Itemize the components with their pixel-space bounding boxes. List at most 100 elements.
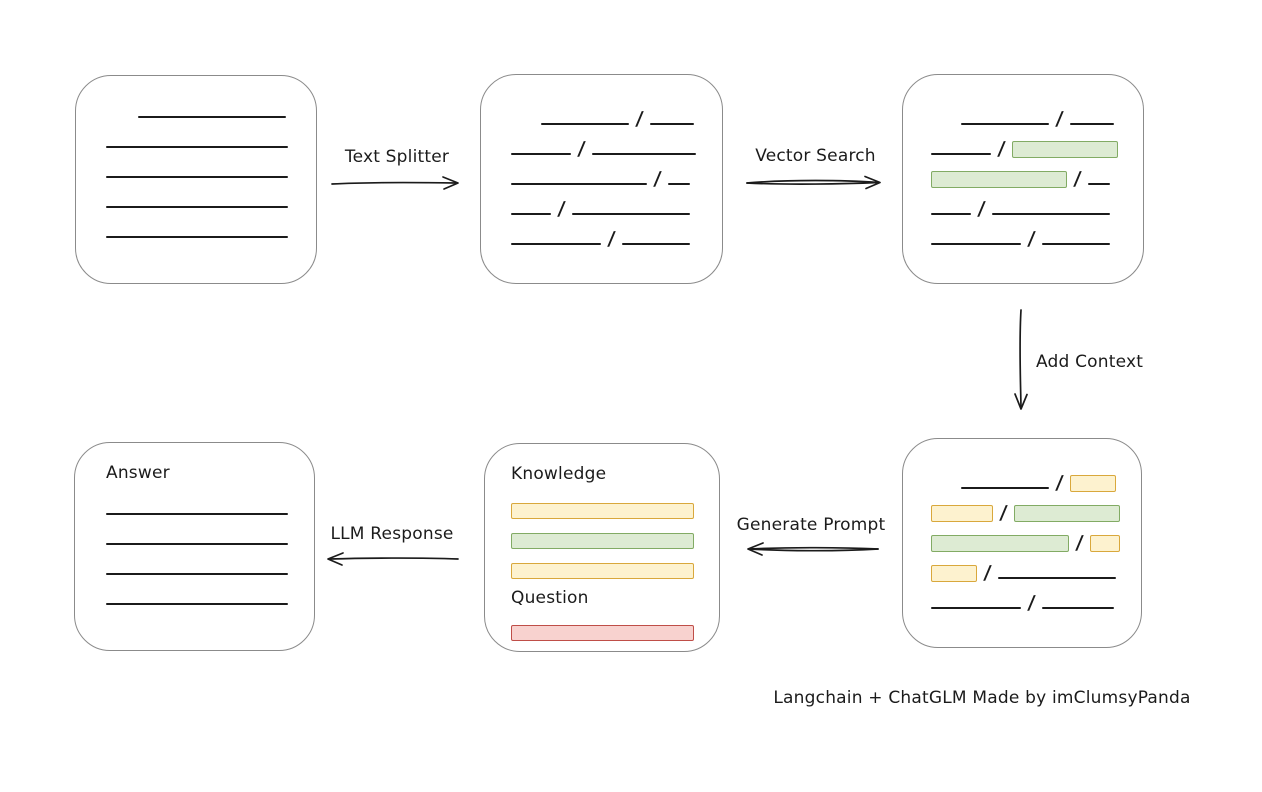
content-row bbox=[511, 612, 719, 642]
content-row bbox=[106, 152, 316, 182]
diagram-caption: Langchain + ChatGLM Made by imClumsyPand… bbox=[773, 688, 1191, 708]
text-splitter-arrow bbox=[331, 176, 459, 190]
arrow-shaft bbox=[749, 548, 879, 552]
text-line bbox=[106, 146, 288, 148]
answer-box: Answer bbox=[74, 442, 315, 651]
content-row bbox=[106, 122, 316, 152]
arrow-shaft bbox=[331, 181, 457, 185]
text-line bbox=[138, 116, 286, 118]
slash-separator: / bbox=[976, 198, 987, 220]
text-line bbox=[511, 213, 551, 215]
yellow-highlight-bar bbox=[1069, 475, 1116, 492]
generate-prompt-arrow bbox=[747, 542, 879, 556]
slash-separator: / bbox=[576, 138, 587, 160]
content-row: / bbox=[931, 463, 1141, 494]
content-row: / bbox=[931, 159, 1143, 190]
arrow-head bbox=[747, 542, 764, 556]
text-line bbox=[106, 603, 288, 605]
text-line bbox=[106, 573, 288, 575]
llm-response-arrow bbox=[327, 552, 459, 566]
content-row bbox=[511, 550, 719, 580]
knowledge-bars bbox=[511, 490, 719, 580]
arrow-head bbox=[327, 552, 344, 566]
text-line bbox=[667, 183, 690, 185]
slash-separator: / bbox=[1026, 592, 1037, 614]
arrow-head bbox=[1014, 393, 1028, 410]
content-row bbox=[106, 92, 316, 122]
content-row bbox=[106, 212, 316, 242]
content-row: / bbox=[511, 129, 722, 160]
text-line bbox=[931, 243, 1021, 245]
text-line bbox=[1041, 243, 1110, 245]
text-line bbox=[1041, 607, 1114, 609]
slash-separator: / bbox=[1054, 472, 1065, 494]
slash-separator: / bbox=[606, 228, 617, 250]
text-line bbox=[931, 607, 1021, 609]
arrow-head bbox=[864, 175, 881, 190]
text-line bbox=[511, 153, 571, 155]
content-row: / bbox=[931, 583, 1141, 614]
content-row bbox=[511, 490, 719, 520]
content-row bbox=[511, 520, 719, 550]
text-line bbox=[511, 183, 647, 185]
add-context-arrow bbox=[1014, 309, 1028, 410]
split-text-box: / / / / / bbox=[480, 74, 723, 284]
answer-lines bbox=[106, 489, 314, 609]
text-line bbox=[961, 487, 1049, 489]
content-row: / bbox=[931, 553, 1141, 584]
green-highlight-bar bbox=[511, 533, 694, 549]
slash-separator: / bbox=[634, 108, 645, 130]
yellow-highlight-bar bbox=[511, 563, 694, 579]
text-line bbox=[571, 213, 690, 215]
text-line bbox=[931, 213, 971, 215]
yellow-highlight-bar bbox=[511, 503, 694, 519]
slash-separator: / bbox=[1074, 532, 1085, 554]
text-line bbox=[997, 577, 1116, 579]
question-label: Question bbox=[511, 588, 589, 608]
arrow-shaft bbox=[746, 181, 879, 185]
add-context-label: Add Context bbox=[1036, 352, 1144, 372]
content-row bbox=[106, 489, 314, 519]
content-row: / bbox=[931, 129, 1143, 160]
question-bars bbox=[511, 612, 719, 642]
vector-matched-text-box: ///// bbox=[902, 74, 1144, 284]
yellow-highlight-bar bbox=[931, 565, 977, 582]
content-row bbox=[106, 579, 314, 609]
green-highlight-bar bbox=[931, 171, 1067, 188]
text-line bbox=[511, 243, 601, 245]
red-highlight-bar bbox=[511, 625, 694, 641]
text-line bbox=[106, 236, 288, 238]
source-document-box bbox=[75, 75, 317, 284]
context-text-box: ///// bbox=[902, 438, 1142, 648]
text-line bbox=[649, 123, 694, 125]
arrow-shaft bbox=[746, 179, 879, 184]
content-row: / bbox=[931, 493, 1141, 524]
text-line bbox=[991, 213, 1110, 215]
content-row bbox=[106, 182, 316, 212]
arrow-shaft bbox=[1019, 309, 1022, 408]
generate-prompt-label: Generate Prompt bbox=[736, 515, 886, 535]
slash-separator: / bbox=[556, 198, 567, 220]
slash-separator: / bbox=[652, 168, 663, 190]
arrow-shaft bbox=[749, 546, 879, 550]
text-line bbox=[106, 513, 288, 515]
green-highlight-bar bbox=[931, 535, 1069, 552]
content-row: / bbox=[511, 189, 722, 220]
text-line bbox=[1069, 123, 1114, 125]
content-row bbox=[106, 549, 314, 579]
text-splitter-label: Text Splitter bbox=[344, 147, 450, 167]
vector-search-label: Vector Search bbox=[755, 146, 876, 166]
slash-separator: / bbox=[982, 562, 993, 584]
arrow-head bbox=[442, 176, 459, 190]
slash-separator: / bbox=[996, 138, 1007, 160]
yellow-highlight-bar bbox=[1089, 535, 1120, 552]
content-row: / bbox=[511, 219, 722, 250]
text-line bbox=[106, 206, 288, 208]
text-line bbox=[1087, 183, 1110, 185]
content-row bbox=[106, 519, 314, 549]
prompt-box: Knowledge Question bbox=[484, 443, 720, 652]
content-row: / bbox=[511, 99, 722, 130]
green-highlight-bar bbox=[1011, 141, 1118, 158]
content-row: / bbox=[931, 189, 1143, 220]
